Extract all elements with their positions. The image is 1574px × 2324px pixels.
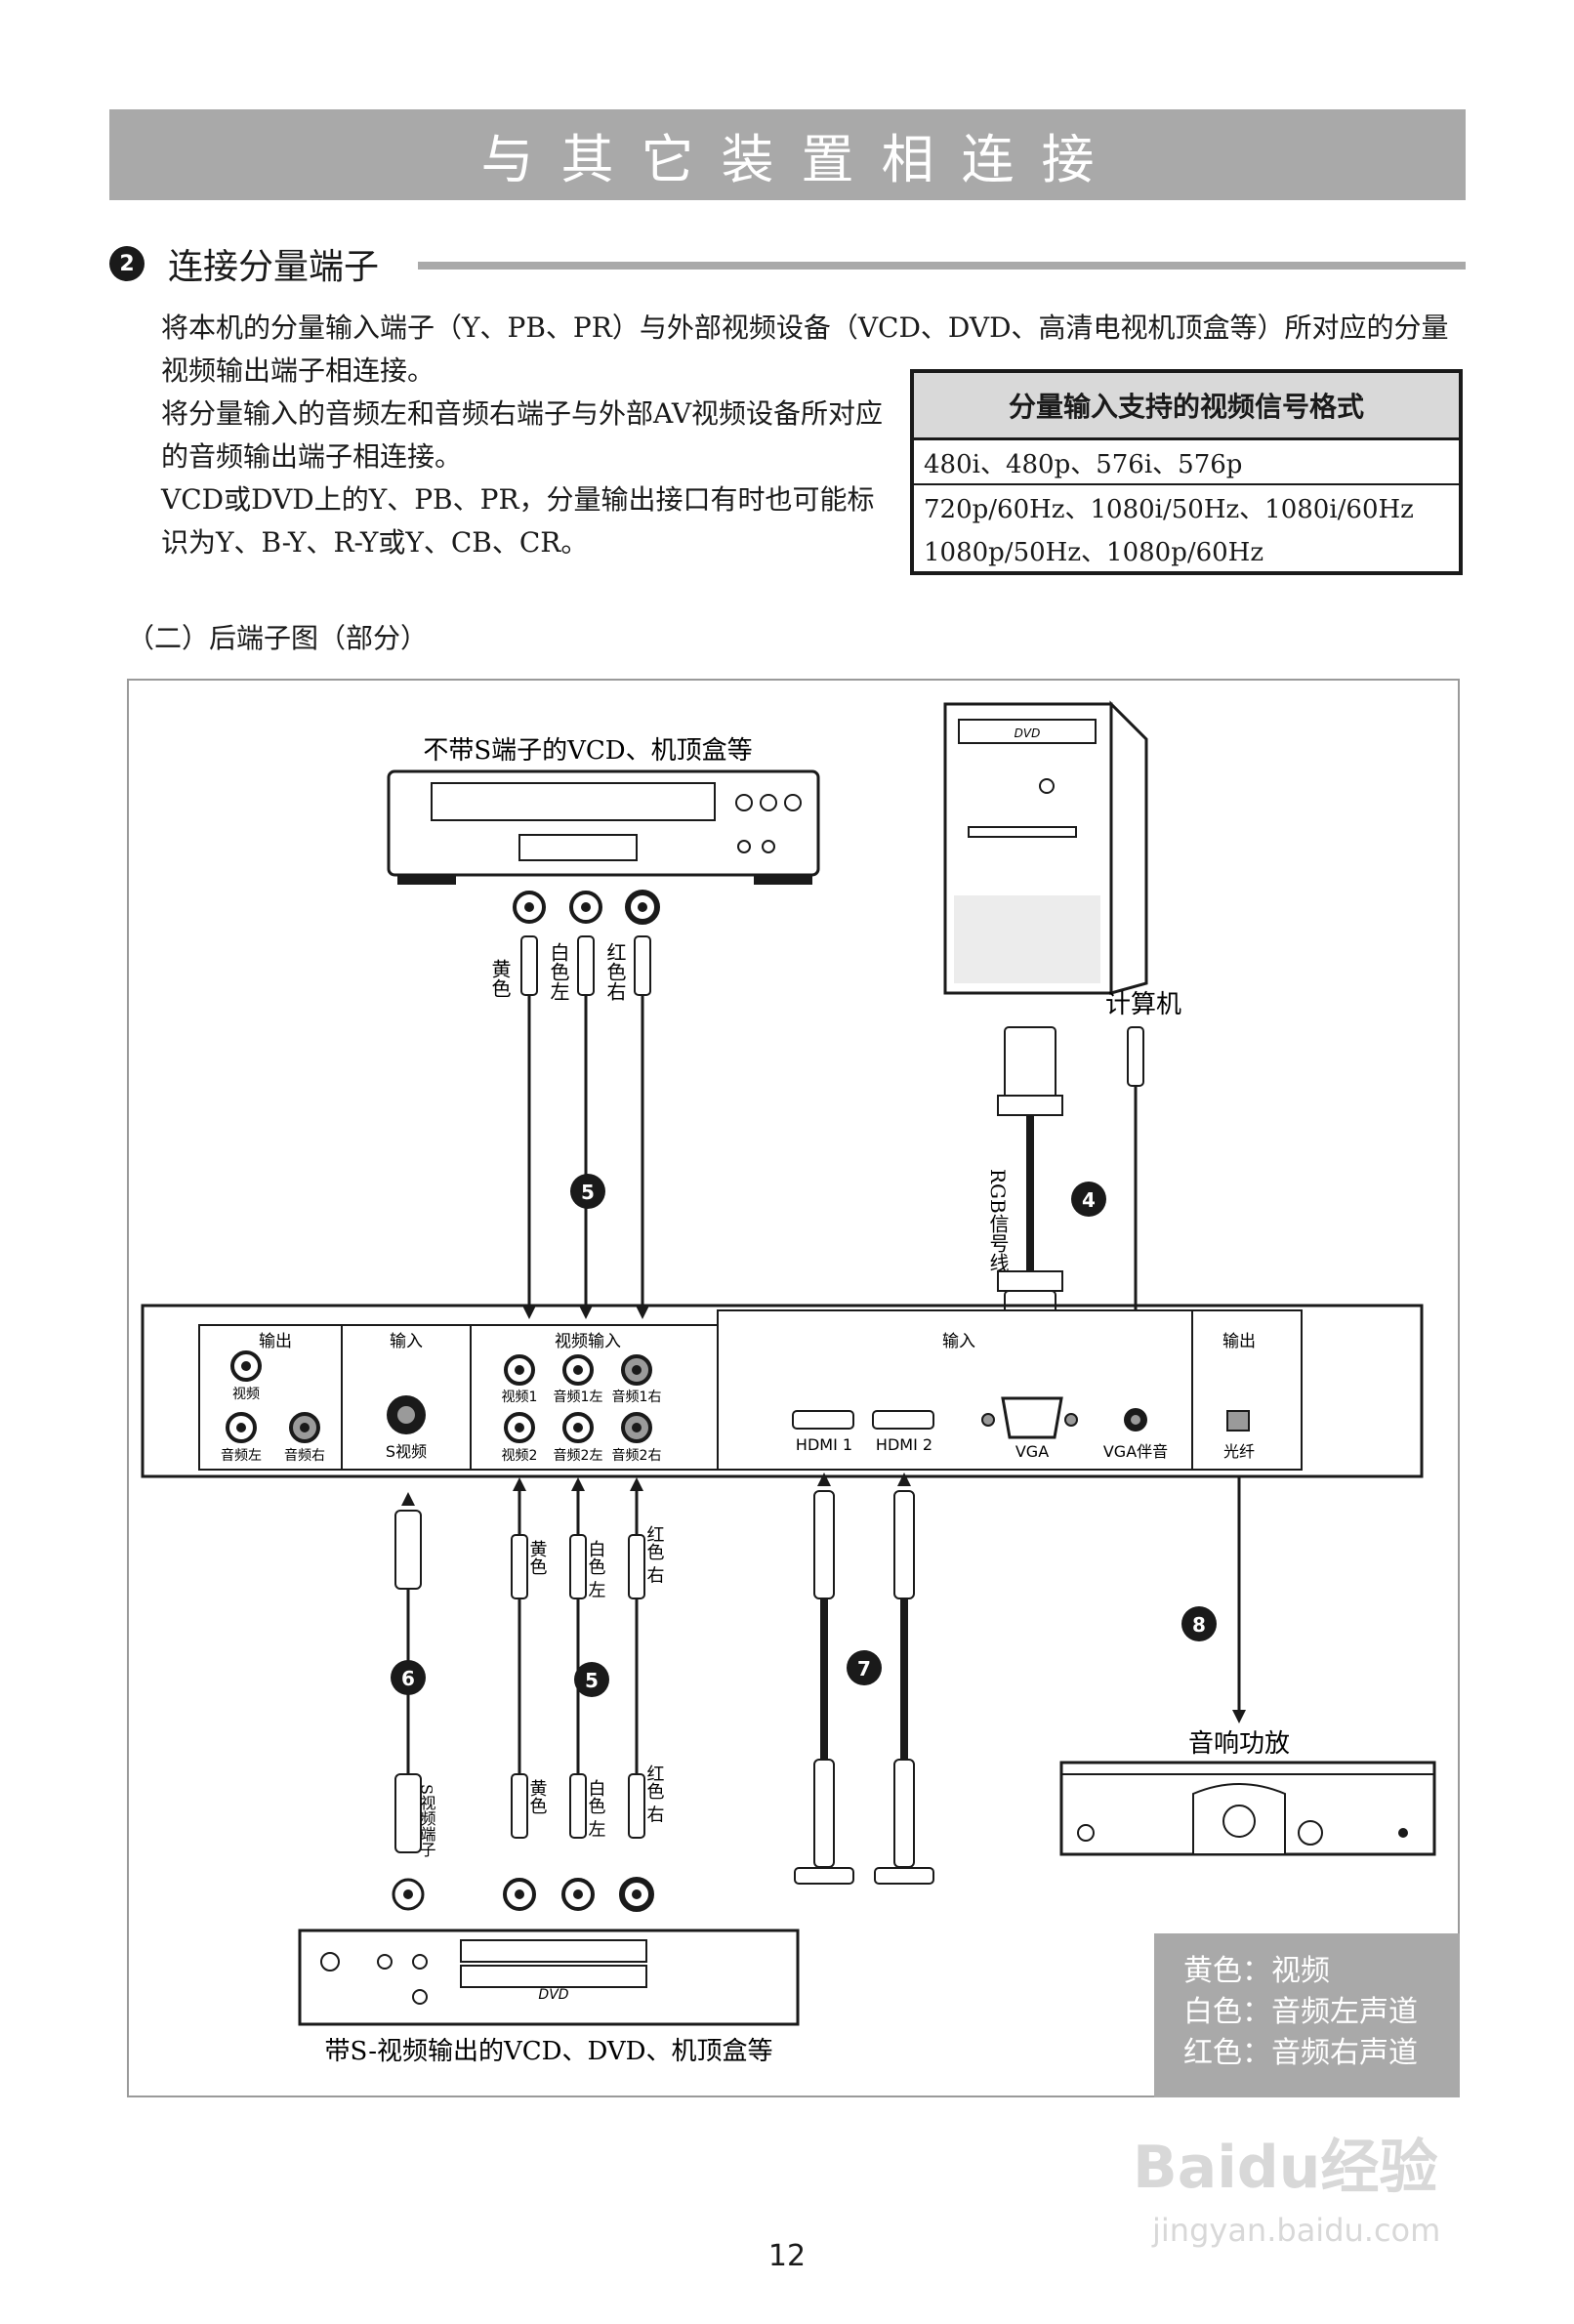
section-rule [418,262,1466,270]
color-legend: 黄色：视频 白色：音频左声道 红色：音频右声道 [1154,1933,1460,2097]
optical-cable [1232,1476,1246,1723]
rear-terminal-subheading: （二）后端子图（部分） [127,622,429,654]
dvd-player-bottom: DVD [298,1929,800,2026]
legend-item: 黄色：视频 [1183,1954,1330,1988]
port-vga-label: VGA [1015,1442,1049,1461]
port-optical-label: 光纤 [1223,1442,1255,1461]
baidu-watermark: Baidu经验 jingyan.baidu.com [1133,2134,1440,2249]
top-cable-label-red: 红色右 [603,942,627,1001]
panel-left-video-input-group: 视频输入 [555,1332,621,1351]
hdmi-cables [794,1473,934,1885]
step-marker-label: 4 [1082,1188,1096,1212]
port-audio1-left-label: 音频1左 [554,1389,603,1405]
step-marker-label: 8 [1192,1613,1206,1637]
paragraph-component-video: 将本机的分量输入端子（Y、PB、PR）与外部视频设备（VCD、DVD、高清电视机… [161,311,1449,387]
banner-title: 与其它装置相连接 [480,129,1122,190]
step-marker [574,1662,609,1697]
port-audio1-right-label: 音频1右 [612,1389,662,1405]
top-cable-label-yellow: 黄色 [488,959,512,998]
port-hdmi1-label: HDMI 1 [796,1435,852,1454]
panel-right-input-group: 输入 [942,1332,975,1351]
signal-format-row: 1080p/50Hz、1080p/60Hz [924,537,1264,567]
panel-left: 输出 输入 视频输入 视频 音频左 音频右 S视频 视频1 音频1左 音频1右 … [198,1324,773,1471]
bottom-cable-label-red: 红色 右 [644,1525,665,1584]
port-audio2-left-label: 音频2左 [554,1447,603,1464]
amp-label: 音响功放 [1188,1729,1290,1759]
signal-format-table-title: 分量输入支持的视频信号格式 [914,373,1459,440]
section-title: 连接分量端子 [168,247,380,287]
rgb-cable-label: RGB信号线 [986,1169,1010,1272]
step-marker [1071,1182,1106,1217]
computer-label: 计算机 [1105,990,1181,1019]
bottom-cable-label-yellow: 黄色 [527,1540,548,1575]
port-video1-label: 视频1 [502,1390,538,1405]
top-cable-arrowheads [522,1306,649,1319]
vcd-player-top [387,769,820,885]
computer-dvd-logo: DVD [1015,726,1041,740]
watermark-brand: Baidu经验 [1133,2134,1437,2202]
step-marker-label: 5 [585,1669,599,1692]
paragraph-audio: 将分量输入的音频左和音频右端子与外部AV视频设备所对应的音频输出端子相连接。 [161,397,884,473]
signal-format-table: 分量输入支持的视频信号格式 480i、480p、576i、576p 720p/6… [910,369,1463,575]
panel-left-input-group: 输入 [390,1332,423,1351]
bottom-cable-label-svideo: S视频端子 [418,1784,436,1857]
panel-right: 输入 输出 HDMI 1 HDMI 2 VGA VGA伴音 光纤 [717,1309,1303,1471]
step-marker-label: 6 [401,1667,415,1690]
vga-connector-top [997,1026,1063,1116]
panel-right-output-group: 输出 [1222,1332,1256,1351]
watermark-url: jingyan.baidu.com [1151,2212,1440,2249]
dvd-logo: DVD [538,1987,568,2003]
port-vga-audio-label: VGA伴音 [1103,1442,1168,1461]
signal-format-row: 480i、480p、576i、576p [914,440,1459,485]
computer-tower: DVD [943,700,1148,995]
section-number-badge: 2 [109,246,145,281]
port-audio2-right-label: 音频2右 [612,1447,662,1464]
top-rca-cables [527,995,644,1310]
page-number: 12 [767,2239,807,2273]
port-audio-left-label: 音频左 [221,1447,262,1464]
connection-diagram-svg: 不带S端子的VCD、机顶盒等 黄色 白色左 红色右 [141,700,1436,2066]
svideo-cable [394,1492,422,1853]
legend-item: 红色：音频右声道 [1183,2036,1418,2070]
step-marker [570,1174,605,1209]
tv-rear-panel-outline [141,1304,1424,1478]
step-marker-label: 5 [581,1181,595,1204]
bottom-cable-label-yellow-lower: 黄色 [527,1779,548,1814]
top-cable-label-white: 白色左 [547,942,570,1001]
step-marker-label: 7 [857,1657,871,1681]
section-heading: 2 连接分量端子 [109,238,379,289]
audio-amplifier [1059,1761,1436,1856]
port-hdmi2-label: HDMI 2 [876,1435,932,1454]
port-audio-right-label: 音频右 [284,1447,325,1464]
bottom-rca-cables [511,1477,645,1839]
bottom-device-label: 带S-视频输出的VCD、DVD、机顶盒等 [324,2037,772,2066]
step-marker [847,1650,882,1685]
port-video2-label: 视频2 [502,1448,538,1464]
connection-diagram: 不带S端子的VCD、机顶盒等 黄色 白色左 红色右 [127,679,1460,2097]
dvd-bottom-input-jacks [392,1877,654,1912]
top-device-label: 不带S端子的VCD、机顶盒等 [423,736,752,766]
port-svideo-label: S视频 [386,1442,427,1461]
port-video-label: 视频 [232,1387,260,1402]
bottom-cable-label-white-lower: 白色 左 [586,1779,606,1838]
vcd-top-output-jacks [513,890,660,925]
step-marker [1181,1606,1217,1641]
step-marker [391,1660,426,1695]
bottom-cable-label-red-lower: 红色 右 [644,1764,665,1823]
panel-left-output-group: 输出 [259,1332,292,1351]
legend-item: 白色：音频左声道 [1183,1995,1418,2029]
page-banner: 与其它装置相连接 [109,109,1466,200]
bottom-cable-label-white: 白色 左 [586,1540,606,1598]
top-rca-plugs [520,935,651,996]
paragraph-labels: VCD或DVD上的Y、PB、PR，分量输出接口有时也可能标识为Y、B-Y、R-Y… [161,483,875,559]
signal-format-row: 720p/60Hz、1080i/50Hz、1080i/60Hz [924,494,1414,524]
